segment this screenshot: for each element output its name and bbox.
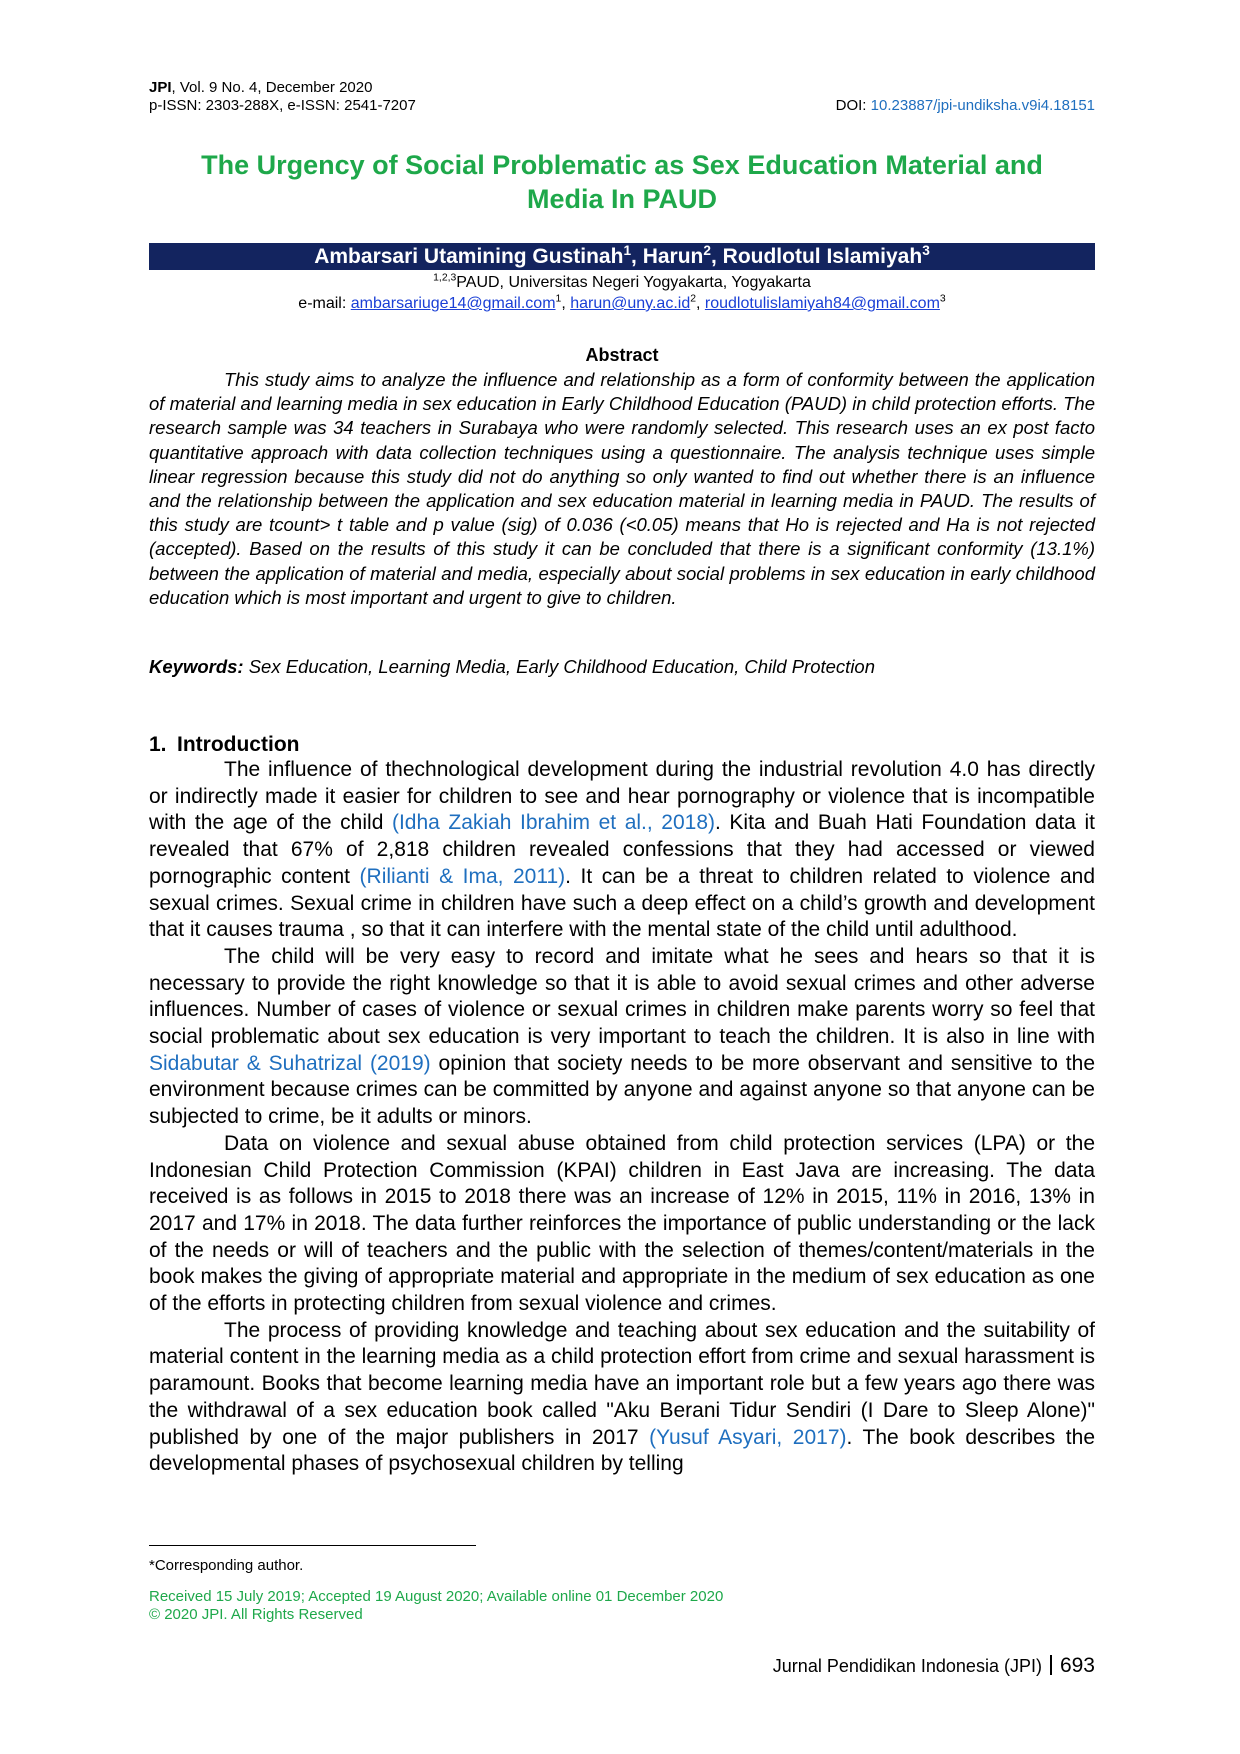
author-name: Roudlotul Islamiyah: [722, 245, 923, 268]
citation-link[interactable]: Sidabutar & Suhatrizal (2019): [149, 1051, 431, 1075]
issn-line: p-ISSN: 2303-288X, e-ISSN: 2541-7207: [149, 97, 416, 114]
doi: DOI: 10.23887/jpi-undiksha.v9i4.18151: [836, 97, 1095, 114]
author-separator: ,: [710, 245, 723, 268]
copyright: © 2020 JPI. All Rights Reserved: [149, 1606, 363, 1623]
author-name: Harun: [642, 245, 704, 268]
body-paragraph: Data on violence and sexual abuse obtain…: [149, 1131, 1095, 1318]
section-title: Introduction: [177, 733, 300, 756]
paragraph-text: The child will be very easy to record an…: [149, 944, 1095, 1049]
title-line-1: The Urgency of Social Problematic as Sex…: [201, 150, 1043, 180]
citation-link[interactable]: (Yusuf Asyari, 2017): [649, 1425, 847, 1449]
email-label: e-mail:: [298, 295, 351, 312]
title-line-2: Media In PAUD: [526, 184, 717, 214]
footer-journal: Jurnal Pendidikan Indonesia (JPI): [772, 1656, 1042, 1676]
author-affiliation-sup: 2: [703, 243, 711, 258]
email-link[interactable]: ambarsariuge14@gmail.com: [350, 295, 556, 312]
paper-title: The Urgency of Social Problematic as Sex…: [149, 148, 1095, 216]
citation-link[interactable]: (Idha Zakiah Ibrahim et al., 2018): [391, 811, 716, 835]
page-footer: Jurnal Pendidikan Indonesia (JPI) 693: [773, 1654, 1095, 1678]
author-bar: Ambarsari Utamining Gustinah1, Harun2, R…: [149, 243, 1095, 270]
body-paragraph: The process of providing knowledge and t…: [149, 1318, 1095, 1478]
paragraph-text: . It can be a threat to children related…: [149, 864, 1095, 942]
author-affiliation-sup: 1: [623, 243, 632, 258]
volume-line: , Vol. 9 No. 4, December 2020: [171, 79, 373, 96]
page-number: 693: [1059, 1654, 1095, 1677]
paragraph-text: opinion that society needs to be more ob…: [149, 1051, 1095, 1129]
author-name: Ambarsari Utamining Gustinah: [314, 245, 624, 268]
email-line: e-mail: ambarsariuge14@gmail.com1, harun…: [149, 294, 1095, 313]
received-dates: Received 15 July 2019; Accepted 19 Augus…: [149, 1588, 724, 1605]
abstract-heading: Abstract: [585, 345, 659, 365]
author-affiliation-sup: 3: [922, 243, 930, 258]
footnote: *Corresponding author.: [149, 1557, 304, 1574]
affiliation-text: PAUD, Universitas Negeri Yogyakarta, Yog…: [456, 274, 811, 291]
paragraph-text: Data on violence and sexual abuse obtain…: [149, 1131, 1095, 1316]
keywords: Keywords: Sex Education, Learning Media,…: [149, 655, 1095, 679]
journal-header-line: JPI, Vol. 9 No. 4, December 2020: [149, 79, 1095, 96]
citation-link[interactable]: (Rilianti & Ima, 2011): [359, 864, 566, 888]
paragraph-text: . Kita and Buah Hati Foundation data it …: [149, 811, 1095, 888]
email-link[interactable]: roudlotulislamiyah84@gmail.com: [704, 295, 940, 312]
paragraph-text: The process of providing knowledge and t…: [149, 1318, 1095, 1449]
paragraph-text: The influence of thechnological developm…: [149, 758, 1095, 835]
email-sup: 3: [939, 293, 946, 305]
email-separator: ,: [696, 295, 705, 312]
email-separator: ,: [561, 295, 571, 312]
affiliation: 1,2,3PAUD, Universitas Negeri Yogyakarta…: [149, 273, 1095, 292]
abstract-text: This study aims to analyze the influence…: [149, 369, 1095, 608]
email-link[interactable]: harun@uny.ac.id: [570, 295, 691, 312]
body-paragraph: The child will be very easy to record an…: [149, 944, 1095, 1131]
author-separator: ,: [631, 245, 643, 268]
footnote-rule: [149, 1545, 476, 1546]
affiliation-sup: 1,2,3: [433, 272, 457, 284]
keywords-text: Sex Education, Learning Media, Early Chi…: [243, 656, 876, 677]
email-sup: 1: [555, 293, 562, 305]
body-text: The influence of thechnological developm…: [149, 757, 1095, 1478]
body-paragraph: The influence of thechnological developm…: [149, 757, 1095, 944]
footer-separator: [1049, 1655, 1052, 1675]
keywords-label: Keywords:: [149, 656, 244, 677]
doi-link[interactable]: 10.23887/jpi-undiksha.v9i4.18151: [870, 97, 1095, 114]
section-heading: 1. Introduction: [149, 732, 299, 757]
journal-abbr: JPI: [149, 79, 172, 96]
section-number: 1.: [149, 733, 167, 756]
issn-doi-line: p-ISSN: 2303-288X, e-ISSN: 2541-7207 DOI…: [149, 97, 1095, 114]
doi-label: DOI:: [835, 97, 871, 114]
paragraph-text: . The book describes the developmental p…: [149, 1425, 1096, 1476]
email-sup: 2: [690, 293, 696, 305]
